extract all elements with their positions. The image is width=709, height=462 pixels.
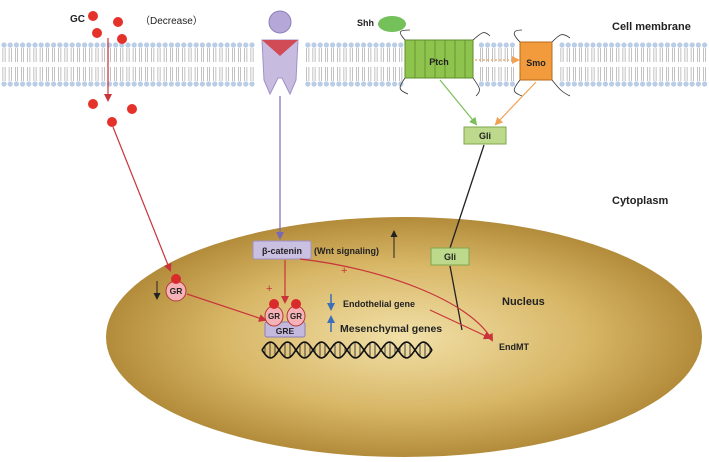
genes-to-endmt-arrow [429,309,492,340]
cell-membrane-bilayer [1,42,708,87]
gre-label: GRE [276,326,295,336]
endmt-label: EndMT [499,342,529,352]
smo-protein [513,29,571,97]
gli-nucleus-label: Gli [444,252,456,262]
cytoplasm-label: Cytoplasm [612,195,668,207]
gli-nucleus-box [430,247,470,266]
ptch-protein [399,29,491,97]
gr-right-label: GR [290,312,302,321]
nucleus-label: Nucleus [502,296,545,308]
gr-single-label: GR [170,286,183,296]
wnt-receptor-icon [261,10,299,96]
gc-molecule-icon [88,11,137,127]
shh-ligand-icon [378,16,406,32]
plus-sign-lower: + [266,283,272,295]
smo-label: Smo [526,58,546,68]
dna-helix-icon [261,341,433,359]
beta-catenin-box [252,240,312,260]
gli-to-endmt-line [449,265,463,331]
gli-cytoplasm-label: Gli [479,131,491,141]
gr-to-gre-arrow [186,293,267,322]
gr-dimer-icon [264,299,306,327]
ptch-label: Ptch [429,57,449,67]
endothelial-gene-label: Endothelial gene [343,299,415,309]
nucleus-ellipse [106,217,702,457]
mesenchymal-genes-label: Mesenchymal genes [340,323,442,335]
shh-label: Shh [357,18,374,28]
ptch-to-gli-arrow [439,79,478,126]
gr-receptor-icon [165,274,187,302]
gc-to-gr-arrow [112,126,172,272]
wnt-signaling-label: (Wnt signaling) [314,246,379,256]
beta-catenin-label: β-catenin [262,246,302,256]
gli-translocation-line [449,144,485,249]
decrease-label: （Decrease） [140,15,203,27]
plus-sign-upper: + [341,265,347,277]
gr-left-label: GR [268,312,280,321]
cell-membrane-label: Cell membrane [612,21,691,33]
smo-to-gli-arrow [494,81,537,126]
gli-cytoplasm-box [463,126,507,145]
gc-label: GC [70,14,85,25]
beta-catenin-to-endmt-arrow [299,258,493,342]
